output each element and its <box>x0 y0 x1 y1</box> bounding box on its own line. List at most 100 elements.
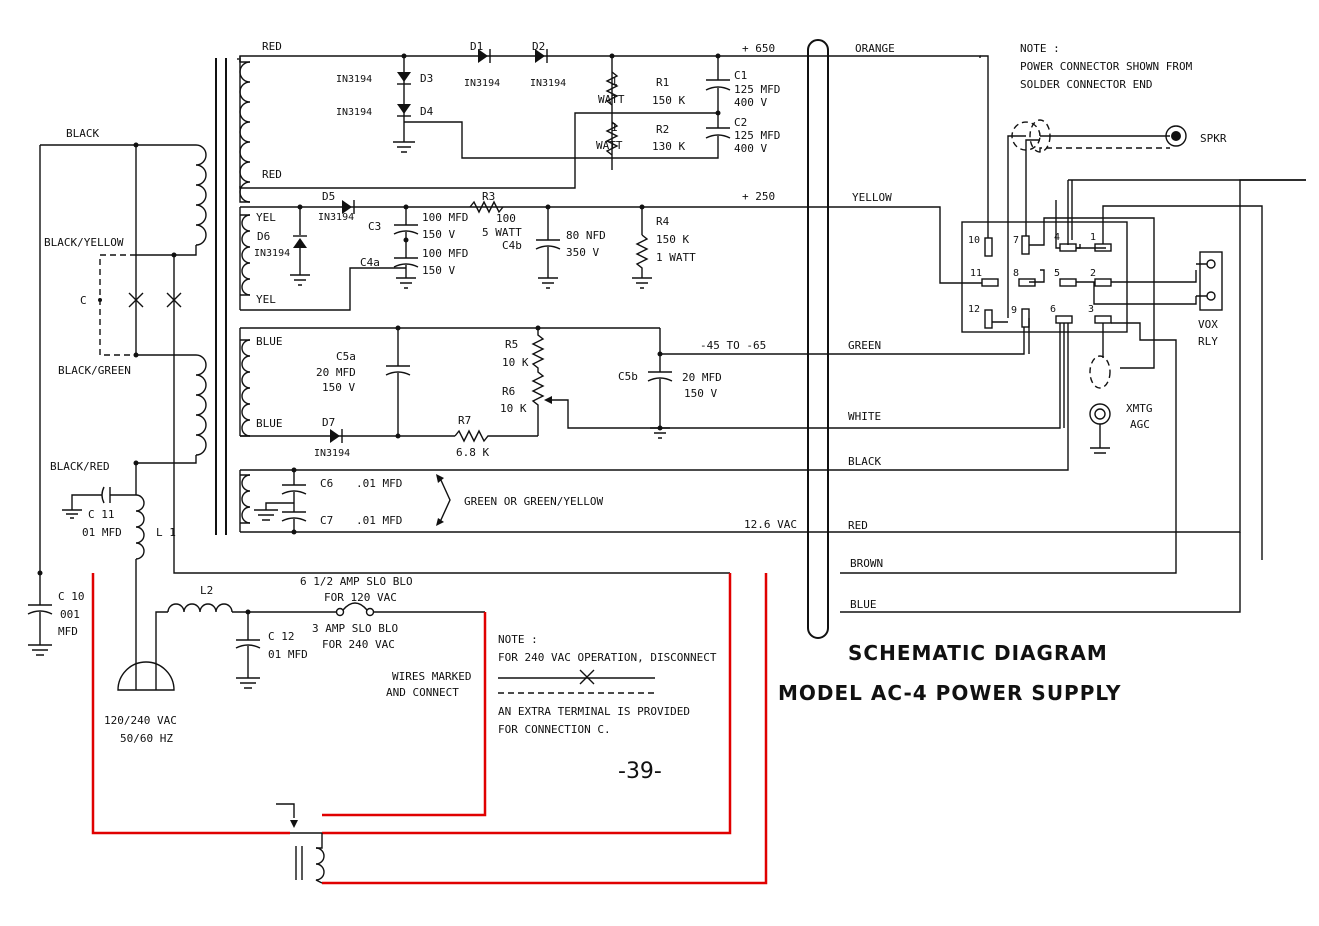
label-c7-value: .01 MFD <box>356 514 402 527</box>
label-c4a-value: 100 MFD <box>422 247 468 260</box>
label-mains-voltage: 120/240 VAC <box>104 714 177 727</box>
label-r2: R2 <box>656 123 669 136</box>
label-c2: C2 <box>734 116 747 129</box>
label-fuse-line2: FOR 120 VAC <box>324 591 397 604</box>
label-r5-value: 10 K <box>502 356 529 369</box>
label-c10: C 10 <box>58 590 85 603</box>
label-fuse-line3: 3 AMP SLO BLO <box>312 622 398 635</box>
label-l1: L 1 <box>156 526 176 539</box>
label-c3-volt: 150 V <box>422 228 455 241</box>
label-c-terminal: C <box>80 294 87 307</box>
note-240-and-connect: AND CONNECT <box>386 686 459 699</box>
label-blue-bottom: BLUE <box>256 417 283 430</box>
label-c1-value: 125 MFD <box>734 83 780 96</box>
label-d3-part: IN3194 <box>336 74 372 85</box>
label-r4: R4 <box>656 215 670 228</box>
label-d4: D4 <box>420 105 434 118</box>
label-black: BLACK <box>66 127 99 140</box>
label-black-out: BLACK <box>848 455 881 468</box>
label-yel-top: YEL <box>256 211 276 224</box>
label-r1: R1 <box>656 76 669 89</box>
pin-2: 2 <box>1090 268 1096 279</box>
label-black-yellow: BLACK/YELLOW <box>44 236 124 249</box>
label-plus-250: + 250 <box>742 190 775 203</box>
label-c5b-value: 20 MFD <box>682 371 722 384</box>
label-c1: C1 <box>734 69 747 82</box>
label-r3-watt: 5 WATT <box>482 226 522 239</box>
label-r6: R6 <box>502 385 515 398</box>
label-c3: C3 <box>368 220 381 233</box>
label-c4a-volt: 150 V <box>422 264 455 277</box>
note-240-line4: FOR CONNECTION C. <box>498 723 611 736</box>
label-r2-unit: WATT <box>596 139 623 152</box>
label-xmtg: XMTG <box>1126 402 1153 415</box>
model-title: MODEL AC-4 POWER SUPPLY <box>778 681 1122 705</box>
note-240-wires-marked: WIRES MARKED <box>392 670 471 683</box>
note-240-line2: FOR 240 VAC OPERATION, DISCONNECT <box>498 651 717 664</box>
label-agc: AGC <box>1130 418 1150 431</box>
added-relay-wiring <box>91 573 768 885</box>
label-mains-frequency: 50/60 HZ <box>120 732 173 745</box>
primary-winding <box>39 142 207 573</box>
label-d1-part: IN3194 <box>464 78 500 89</box>
mv-section <box>239 200 982 311</box>
label-r2-watt: 1 <box>611 121 618 134</box>
label-c5a: C5a <box>336 350 356 363</box>
label-vox: VOX <box>1198 318 1218 331</box>
label-c5a-value: 20 MFD <box>316 366 356 379</box>
note-240-wire-symbols <box>498 669 655 694</box>
label-r4-value: 150 K <box>656 233 689 246</box>
label-d3: D3 <box>420 72 433 85</box>
pin-9: 9 <box>1011 305 1017 316</box>
label-c11-value: 01 MFD <box>82 526 122 539</box>
label-d2-part: IN3194 <box>530 78 566 89</box>
note-connector-line2: POWER CONNECTOR SHOWN FROM <box>1020 60 1193 73</box>
label-r3: R3 <box>482 190 495 203</box>
cable-bundle-tube <box>807 39 829 639</box>
pin-12: 12 <box>968 304 980 315</box>
note-connector-heading: NOTE : <box>1020 42 1060 55</box>
label-r3-value: 100 <box>496 212 516 225</box>
page-number: -39- <box>618 759 662 784</box>
label-c5a-volt: 150 V <box>322 381 355 394</box>
label-spkr: SPKR <box>1200 132 1227 145</box>
label-c4a: C4a <box>360 256 380 269</box>
label-r6-value: 10 K <box>500 402 527 415</box>
pin-3: 3 <box>1088 304 1094 315</box>
label-c7: C7 <box>320 514 333 527</box>
label-c10-unit: MFD <box>58 625 78 638</box>
label-d6-part: IN3194 <box>254 248 290 259</box>
label-r2-value: 130 K <box>652 140 685 153</box>
label-black-red: BLACK/RED <box>50 460 110 473</box>
label-d1: D1 <box>470 40 483 53</box>
pin-1: 1 <box>1090 232 1096 243</box>
pin-8: 8 <box>1013 268 1019 279</box>
label-d5: D5 <box>322 190 335 203</box>
note-240-heading: NOTE : <box>498 633 538 646</box>
pin-4: 4 <box>1054 232 1060 243</box>
schematic-title: SCHEMATIC DIAGRAM <box>848 641 1108 665</box>
label-c12-value: 01 MFD <box>268 648 308 661</box>
label-c4b-value: 80 NFD <box>566 229 606 242</box>
label-c10-value: 001 <box>60 608 80 621</box>
label-c2-value: 125 MFD <box>734 129 780 142</box>
label-c12: C 12 <box>268 630 295 643</box>
label-rly: RLY <box>1198 335 1218 348</box>
label-c6: C6 <box>320 477 333 490</box>
note-connector-line3: SOLDER CONNECTOR END <box>1020 78 1152 91</box>
label-r1-unit: WATT <box>598 93 625 106</box>
label-c11: C 11 <box>88 508 115 521</box>
label-c4b: C4b <box>502 239 522 252</box>
output-wiring <box>840 55 1306 613</box>
label-d7-part: IN3194 <box>314 448 350 459</box>
label-black-green: BLACK/GREEN <box>58 364 131 377</box>
label-blue-out: BLUE <box>850 598 877 611</box>
bias-section <box>239 318 1061 443</box>
label-l2: L2 <box>200 584 213 597</box>
label-fuse-line4: FOR 240 VAC <box>322 638 395 651</box>
label-c6-value: .01 MFD <box>356 477 402 490</box>
pin-11: 11 <box>970 268 982 279</box>
label-c2-volt: 400 V <box>734 142 767 155</box>
label-r1-watt: 1 <box>611 75 618 88</box>
pin-10: 10 <box>968 235 980 246</box>
